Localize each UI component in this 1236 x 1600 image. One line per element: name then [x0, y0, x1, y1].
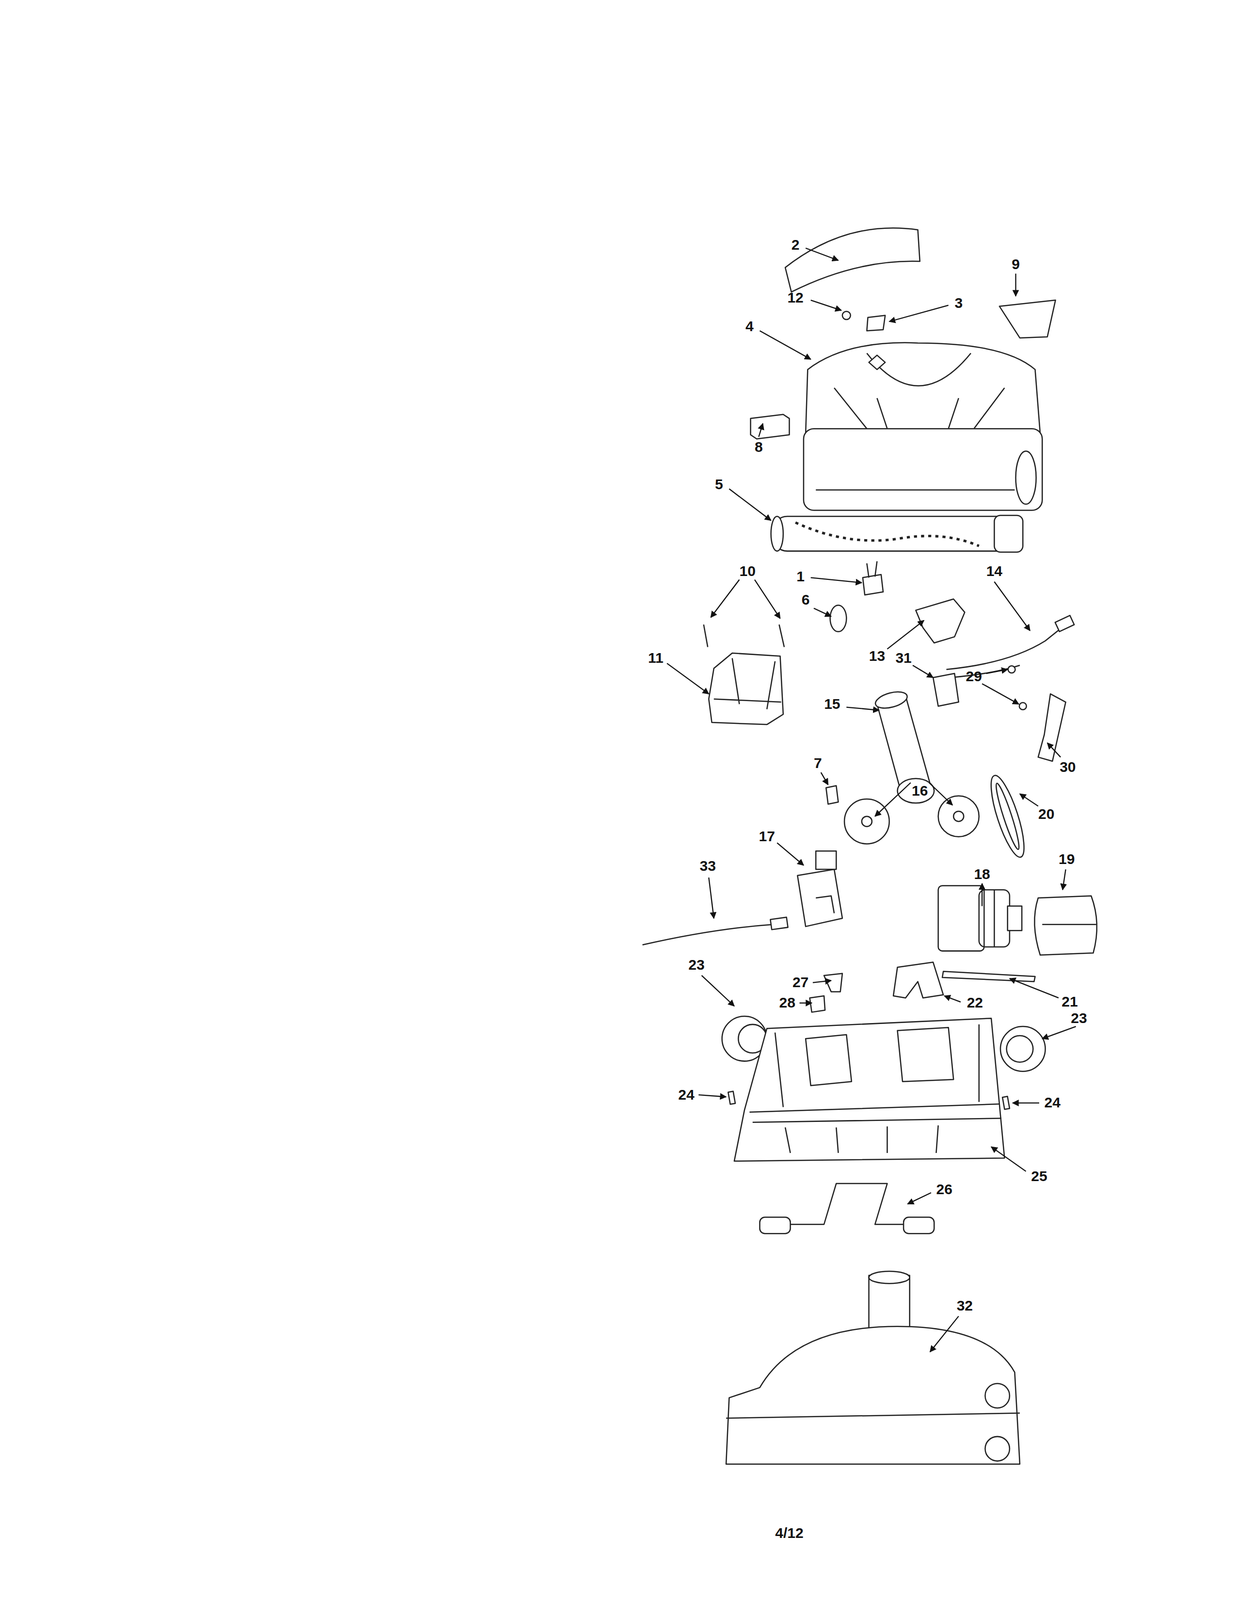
callout-number: 24: [678, 1087, 695, 1102]
callout-number: 26: [936, 1181, 953, 1197]
callout-number: 10: [739, 563, 756, 579]
callout-number: 30: [1059, 759, 1076, 775]
page-number: 4/12: [775, 1525, 804, 1540]
callout-number: 15: [824, 696, 840, 712]
callout-number: 24: [1044, 1094, 1061, 1110]
callout-number: 21: [1061, 994, 1078, 1009]
callout-number: 20: [1038, 806, 1055, 822]
callout-number: 4: [745, 318, 754, 334]
callout-number: 8: [754, 439, 763, 455]
callout-number: 17: [758, 828, 775, 844]
callout-number: 19: [1058, 851, 1075, 867]
callout-number: 7: [813, 755, 823, 771]
callout-number: 16: [911, 783, 928, 798]
callout-number: 6: [801, 592, 810, 607]
callout-number: 23: [688, 957, 705, 972]
callout-number: 9: [1011, 256, 1020, 272]
callout-number: 12: [787, 290, 804, 305]
callout-number: 2: [791, 237, 800, 253]
callout-number: 5: [714, 476, 724, 492]
callout-number: 33: [699, 858, 716, 873]
callout-number: 3: [954, 295, 963, 311]
callout-number: 27: [792, 974, 809, 990]
callout-number: 28: [779, 995, 796, 1010]
callout-number: 32: [956, 1298, 973, 1313]
callout-number: 23: [1070, 1010, 1087, 1026]
callout-number: 25: [1030, 1168, 1047, 1184]
callout-number: 29: [966, 668, 983, 684]
callout-number: 11: [648, 650, 664, 666]
callout-number: 18: [973, 866, 990, 882]
callout-number: 1: [796, 569, 805, 584]
callout-number: 31: [895, 650, 912, 666]
callout-number: 22: [966, 995, 983, 1010]
callout-number: 13: [869, 648, 886, 664]
callout-number: 14: [986, 563, 1003, 579]
